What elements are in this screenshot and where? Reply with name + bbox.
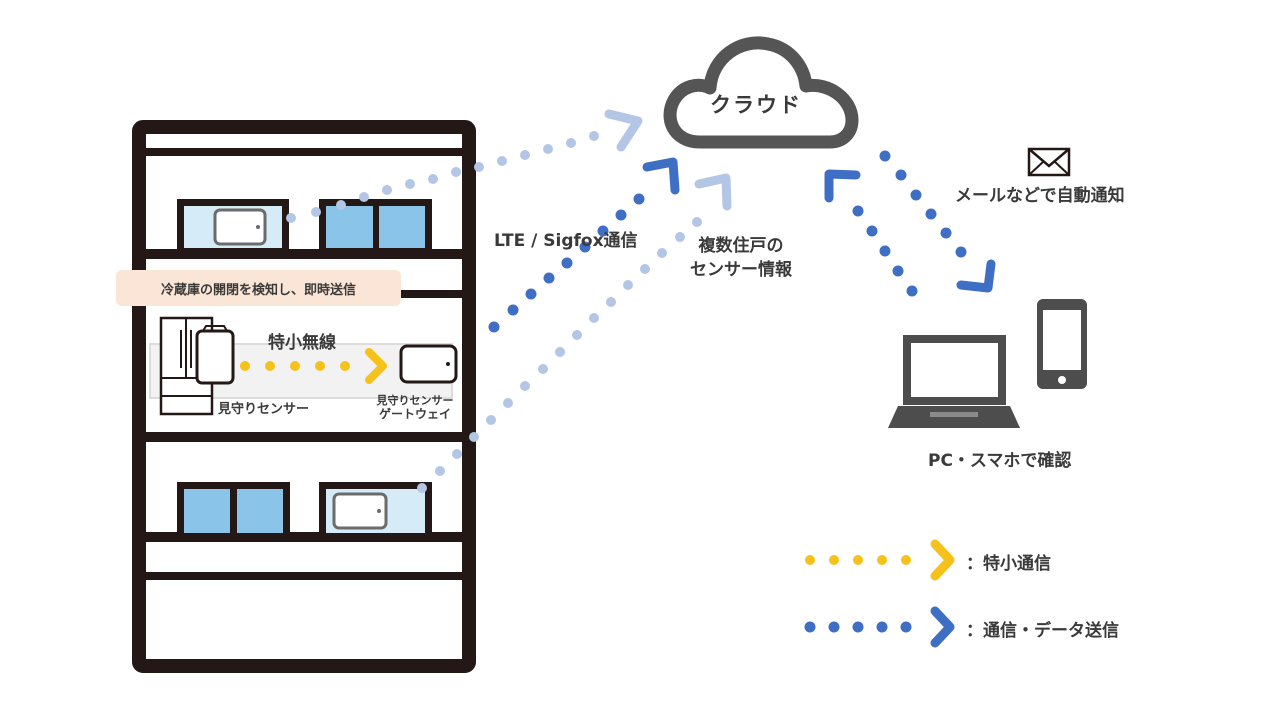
smartphone-icon bbox=[1037, 299, 1087, 389]
tokusho-arrow bbox=[240, 348, 387, 384]
pc-phone-label: PC・スマホで確認 bbox=[928, 451, 1072, 471]
monitor-sensor-icon bbox=[195, 325, 235, 385]
floor-line bbox=[139, 148, 469, 156]
gateway-icon bbox=[399, 344, 458, 384]
window-light bbox=[319, 482, 432, 536]
sensor-device bbox=[213, 208, 267, 246]
apartment-building bbox=[132, 120, 476, 673]
floor-line bbox=[139, 572, 469, 580]
legend-data-arrow bbox=[804, 606, 955, 648]
window-light bbox=[177, 199, 289, 251]
gateway-label-line1: 見守りセンサー bbox=[376, 394, 454, 407]
floor-line bbox=[139, 432, 469, 442]
legend-tokusho-text: ：特小通信 bbox=[966, 554, 1051, 574]
window-blue bbox=[319, 199, 432, 251]
gateway-label-line2: ゲートウェイ bbox=[378, 407, 451, 421]
sensor-label: 見守りセンサー bbox=[218, 402, 310, 417]
window-blue bbox=[177, 482, 290, 536]
multi-unit-line1: 複数住戸の bbox=[698, 236, 784, 256]
sensor-data-path-bottom bbox=[417, 173, 732, 493]
callout-box: 冷蔵庫の開閉を検知し、即時送信 bbox=[116, 270, 401, 306]
cloud-label: クラウド bbox=[710, 93, 802, 117]
floor-line bbox=[139, 249, 469, 259]
cloud-icon bbox=[663, 36, 859, 149]
tokusho-label: 特小無線 bbox=[268, 333, 336, 353]
lte-label: LTE / Sigfox通信 bbox=[494, 231, 638, 251]
laptop-icon bbox=[888, 335, 1020, 428]
floor-line bbox=[139, 532, 469, 542]
sensor-device bbox=[332, 492, 388, 530]
multi-unit-line2: センサー情報 bbox=[690, 260, 792, 280]
gateway-data-path bbox=[488, 157, 680, 333]
mail-icon bbox=[1027, 147, 1071, 177]
gateway-label: 見守りセンサー ゲートウェイ bbox=[370, 394, 460, 422]
multi-unit-label: 複数住戸の センサー情報 bbox=[676, 234, 806, 282]
cloud-to-pc-path bbox=[824, 169, 918, 297]
cloud-to-device-path bbox=[879, 150, 996, 293]
callout-text: 冷蔵庫の開閉を検知し、即時送信 bbox=[160, 283, 356, 298]
legend-data-text: ：通信・データ送信 bbox=[966, 621, 1119, 641]
legend-tokusho-arrow bbox=[805, 539, 955, 581]
sensor-data-path-top bbox=[286, 109, 643, 223]
mail-label: メールなどで自動通知 bbox=[955, 186, 1125, 206]
